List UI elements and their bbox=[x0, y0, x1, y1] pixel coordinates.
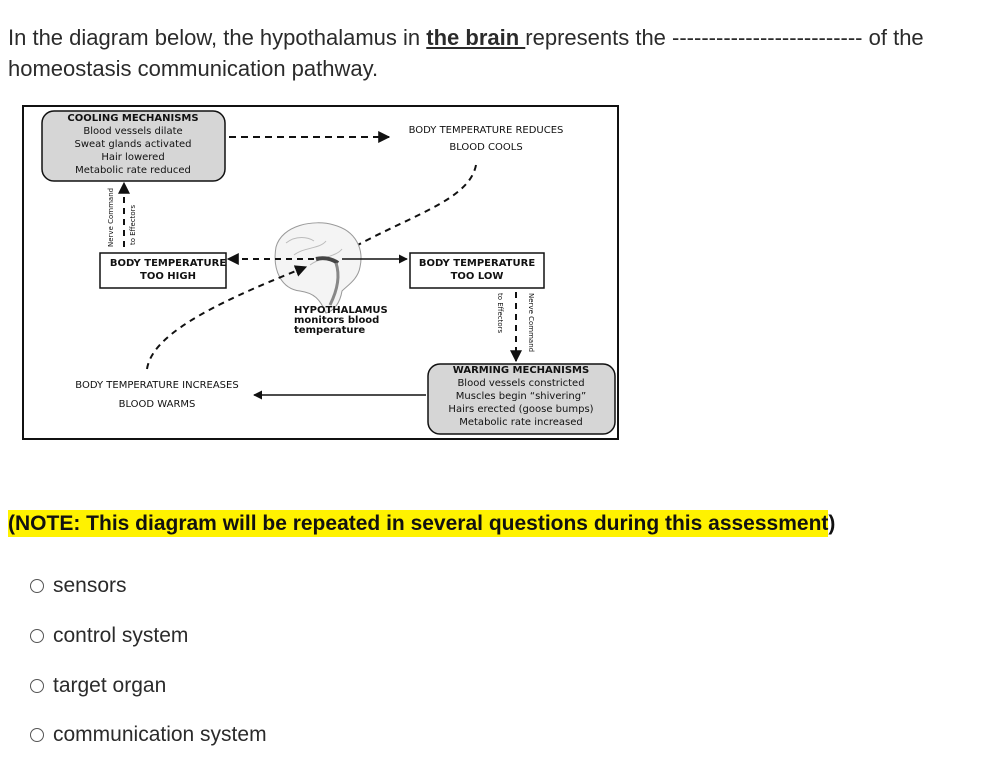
radio-button[interactable] bbox=[30, 579, 44, 593]
option-label: sensors bbox=[53, 574, 127, 597]
question-bold-text: the brain bbox=[426, 25, 526, 50]
hypothalamus-label: HYPOTHALAMUS bbox=[294, 305, 388, 316]
nerve-right-label-2: to Effectors bbox=[496, 293, 504, 334]
radio-button[interactable] bbox=[30, 728, 44, 742]
option-label: control system bbox=[53, 624, 189, 647]
option-target-organ[interactable]: target organ bbox=[30, 674, 166, 698]
note-close: ) bbox=[828, 512, 836, 535]
increases-label: BODY TEMPERATURE INCREASES bbox=[75, 380, 238, 391]
hypothalamus-label-3: temperature bbox=[294, 325, 365, 336]
option-communication-system[interactable]: communication system bbox=[30, 723, 267, 747]
warming-title: WARMING MECHANISMS bbox=[453, 365, 589, 376]
option-label: target organ bbox=[53, 674, 167, 697]
question-text: In the diagram below, the hypothalamus i… bbox=[8, 22, 978, 84]
reduces-to-brain-arrow bbox=[338, 164, 477, 256]
option-sensors[interactable]: sensors bbox=[30, 574, 127, 598]
reduces-label: BODY TEMPERATURE REDUCES bbox=[409, 125, 564, 136]
nerve-right-label: Nerve Command bbox=[527, 293, 535, 352]
blood-cools-label: BLOOD COOLS bbox=[449, 142, 522, 153]
note-text: (NOTE: This diagram will be repeated in … bbox=[8, 510, 836, 537]
cooling-line: Blood vessels dilate bbox=[83, 126, 182, 137]
cooling-mechanisms-box bbox=[41, 110, 226, 182]
homeostasis-diagram: COOLING MECHANISMS Blood vessels dilate … bbox=[22, 105, 619, 440]
question-text-before: In the diagram below, the hypothalamus i… bbox=[8, 25, 427, 50]
cooling-line: Hair lowered bbox=[101, 152, 164, 163]
cooling-title: COOLING MECHANISMS bbox=[67, 113, 198, 124]
blood-warms-label: BLOOD WARMS bbox=[119, 399, 196, 410]
warming-line: Hairs erected (goose bumps) bbox=[448, 404, 593, 415]
increases-to-brain-arrow bbox=[146, 265, 308, 370]
too-high-box bbox=[99, 252, 227, 289]
nerve-left-label: Nerve Command bbox=[107, 188, 115, 247]
radio-button[interactable] bbox=[30, 679, 44, 693]
too-low-box bbox=[409, 252, 545, 289]
option-control-system[interactable]: control system bbox=[30, 624, 188, 648]
note-open: ( bbox=[8, 512, 15, 535]
too-low-line2: TOO LOW bbox=[451, 271, 504, 282]
note-body: NOTE: This diagram will be repeated in s… bbox=[15, 512, 829, 535]
warming-line: Metabolic rate increased bbox=[459, 417, 583, 428]
too-high-line2: TOO HIGH bbox=[140, 271, 196, 282]
too-low-line1: BODY TEMPERATURE bbox=[419, 258, 535, 269]
option-label: communication system bbox=[53, 723, 267, 746]
diagram-canvas: COOLING MECHANISMS Blood vessels dilate … bbox=[41, 110, 616, 435]
brain-icon bbox=[274, 222, 362, 314]
nerve-left-label-2: to Effectors bbox=[129, 204, 137, 245]
too-high-line1: BODY TEMPERATURE bbox=[110, 258, 226, 269]
cooling-line: Metabolic rate reduced bbox=[75, 165, 191, 176]
question-text-after: represents the -------------------------… bbox=[8, 25, 924, 81]
warming-line: Blood vessels constricted bbox=[457, 378, 584, 389]
hypothalamus-label-2: monitors blood bbox=[294, 315, 379, 326]
radio-button[interactable] bbox=[30, 629, 44, 643]
warming-mechanisms-box bbox=[427, 363, 616, 435]
warming-line: Muscles begin “shivering” bbox=[456, 391, 586, 402]
cooling-line: Sweat glands activated bbox=[74, 139, 191, 150]
